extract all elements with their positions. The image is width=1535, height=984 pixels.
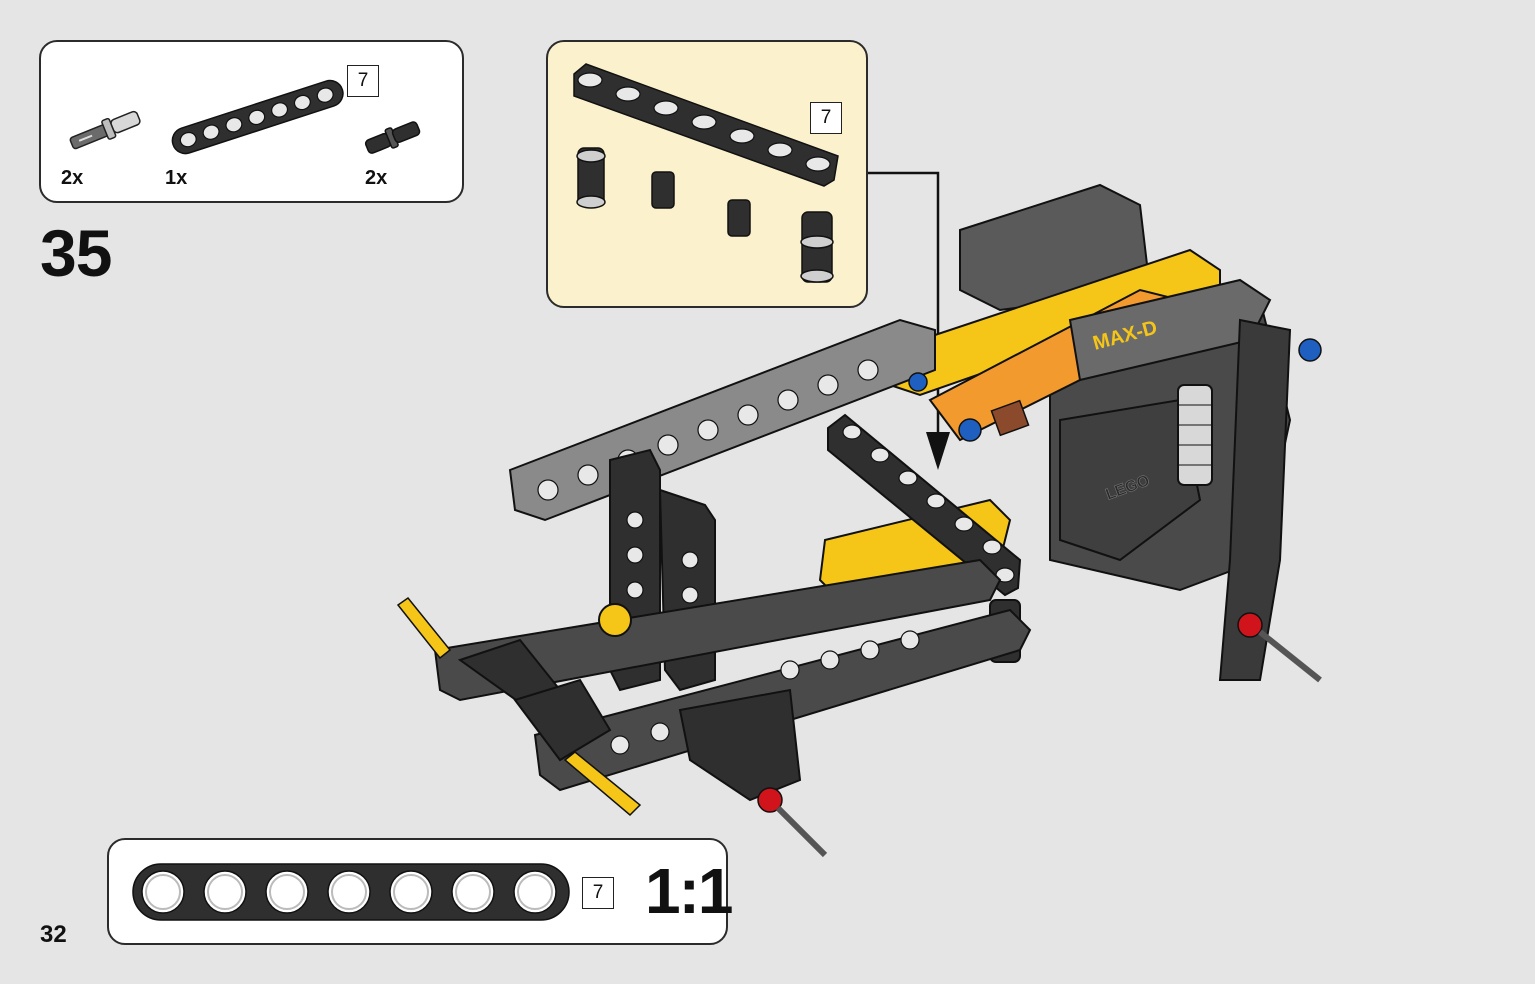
- right-arm: [1218, 318, 1292, 681]
- axle-pin-quantity: 2x: [61, 167, 84, 189]
- scale-beam-length-box: 7: [582, 877, 614, 909]
- beam-7-icon: [171, 79, 344, 155]
- beam-7-quantity: 1x: [165, 167, 188, 189]
- yellow-axle-top: [396, 596, 452, 660]
- dark-beam-lower-1: [433, 558, 1002, 702]
- gray-beam-long: [508, 318, 936, 522]
- subassembly-beam-with-pins: [573, 63, 839, 283]
- red-pins: [757, 612, 1263, 813]
- friction-pin-icon: [364, 121, 421, 154]
- page-number: 32: [40, 921, 67, 948]
- subassembly-beam-length-box: 7: [810, 102, 842, 134]
- axle-front: [775, 805, 828, 858]
- scale-beam-7: [132, 863, 570, 921]
- model-assembly-illustration: MAX-D LEGO: [396, 183, 1322, 858]
- subassembly-callout: 7: [546, 40, 868, 308]
- step-number: 35: [40, 216, 112, 290]
- axle-right: [1258, 629, 1322, 683]
- parts-list-panel: 2x 1x 7 2x: [39, 40, 464, 203]
- lego-plate: [1059, 398, 1202, 562]
- scale-reference-panel: 7 1:1: [107, 838, 733, 945]
- beam-length-box: 7: [347, 65, 379, 97]
- decal-plate: [1068, 278, 1272, 382]
- friction-pin-quantity: 2x: [365, 167, 388, 189]
- blue-pins: [908, 338, 1322, 442]
- axle-pin-icon: [69, 110, 141, 150]
- brown-connector: [990, 399, 1030, 437]
- yellow-axle-bottom: [563, 751, 642, 817]
- front-black-beam-2: [513, 678, 612, 762]
- scale-ratio: 1:1: [645, 855, 733, 927]
- yellow-connector: [598, 603, 632, 637]
- front-connector: [678, 688, 802, 802]
- shock-absorber: [1177, 384, 1213, 486]
